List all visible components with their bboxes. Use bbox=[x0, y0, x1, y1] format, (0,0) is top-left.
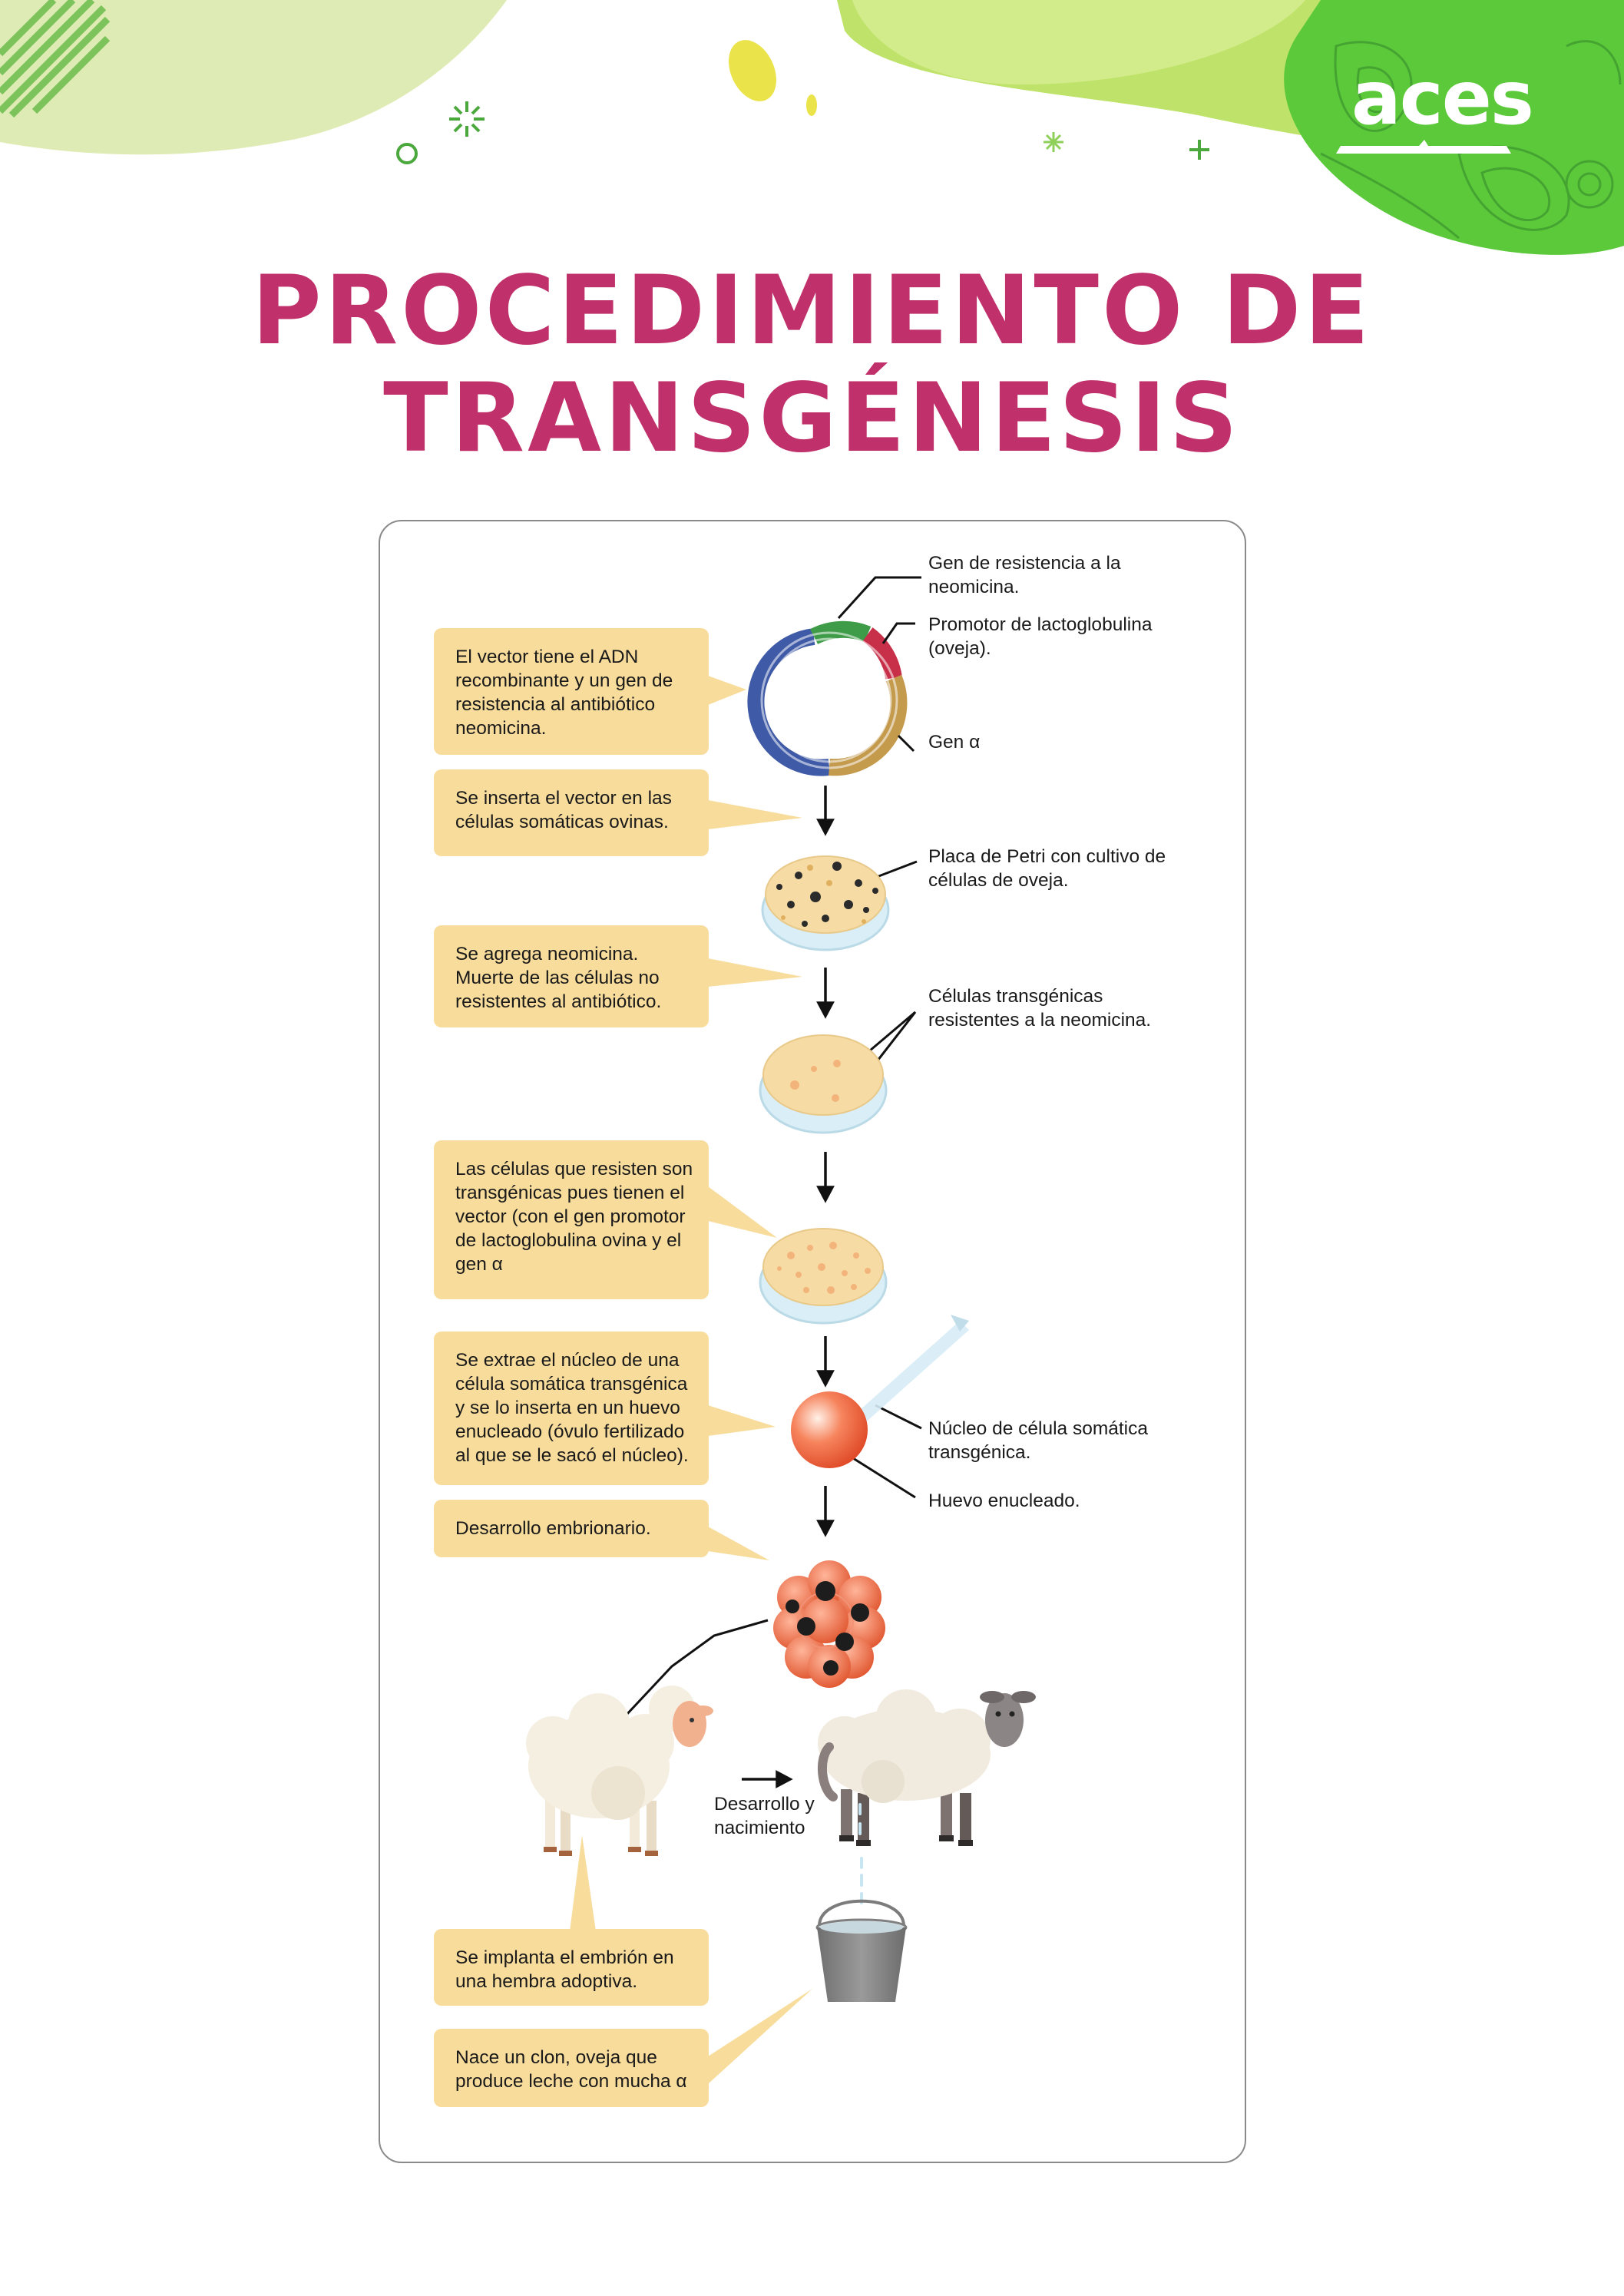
label-promoter: Promotor de lactoglobulina (oveja). bbox=[928, 614, 1153, 659]
small-sparkle-icon bbox=[1044, 132, 1063, 152]
page-title: PROCEDIMIENTO DE TRANSGÉNESIS bbox=[0, 257, 1624, 472]
embryo-morula bbox=[773, 1560, 885, 1688]
label-transgenic-cells: Células transgénicas resistentes a la ne… bbox=[928, 986, 1152, 1031]
label-petri-dish: Placa de Petri con cultivo de células de… bbox=[928, 846, 1166, 891]
header-decoration bbox=[0, 0, 1624, 255]
callout-nucleus-transfer: Se extrae el núcleo de una célula somáti… bbox=[434, 1332, 709, 1485]
brand-logo: aces bbox=[1351, 55, 1534, 141]
callout-vector: El vector tiene el ADN recombinante y un… bbox=[434, 628, 709, 755]
adoptive-sheep bbox=[526, 1686, 713, 1856]
callout-neomycin: Se agrega neomicina. Muerte de las célul… bbox=[434, 925, 709, 1027]
label-nucleus: Núcleo de célula somática transgénica. bbox=[928, 1418, 1148, 1463]
enucleated-egg bbox=[791, 1391, 868, 1468]
callout-implant-embryo: Se implanta el embrión en una hembra ado… bbox=[434, 1929, 709, 2006]
milk-bucket bbox=[815, 1899, 908, 2002]
title-line-2: TRANSGÉNESIS bbox=[383, 363, 1241, 474]
pipette bbox=[852, 1315, 969, 1426]
plus-icon bbox=[1189, 140, 1209, 160]
label-gene-alpha: Gen α bbox=[928, 732, 981, 753]
callout-insert-vector: Se inserta el vector en las células somá… bbox=[434, 769, 709, 856]
label-neomycin-gene: Gen de resistencia a la neomicina. bbox=[928, 553, 1121, 597]
petri-dish-2 bbox=[759, 1034, 888, 1134]
callout-embryo-development: Desarrollo embrionario. bbox=[434, 1500, 709, 1557]
stripes-icon bbox=[0, 0, 111, 118]
callout-transgenic-cells: Las células que resisten son transgénica… bbox=[434, 1140, 709, 1299]
title-line-1: PROCEDIMIENTO DE bbox=[251, 256, 1373, 366]
petri-dish-3 bbox=[759, 1228, 888, 1325]
label-birth: Desarrollo y nacimiento bbox=[714, 1794, 815, 1838]
label-enucleated-egg: Huevo enucleado. bbox=[928, 1490, 1080, 1511]
logo-underline bbox=[1336, 140, 1511, 154]
petri-dish-1 bbox=[761, 855, 890, 951]
clone-sheep bbox=[817, 1689, 1036, 1846]
sparkle-icon bbox=[449, 101, 485, 137]
callout-clone-born: Nace un clon, oveja que produce leche co… bbox=[434, 2029, 709, 2107]
